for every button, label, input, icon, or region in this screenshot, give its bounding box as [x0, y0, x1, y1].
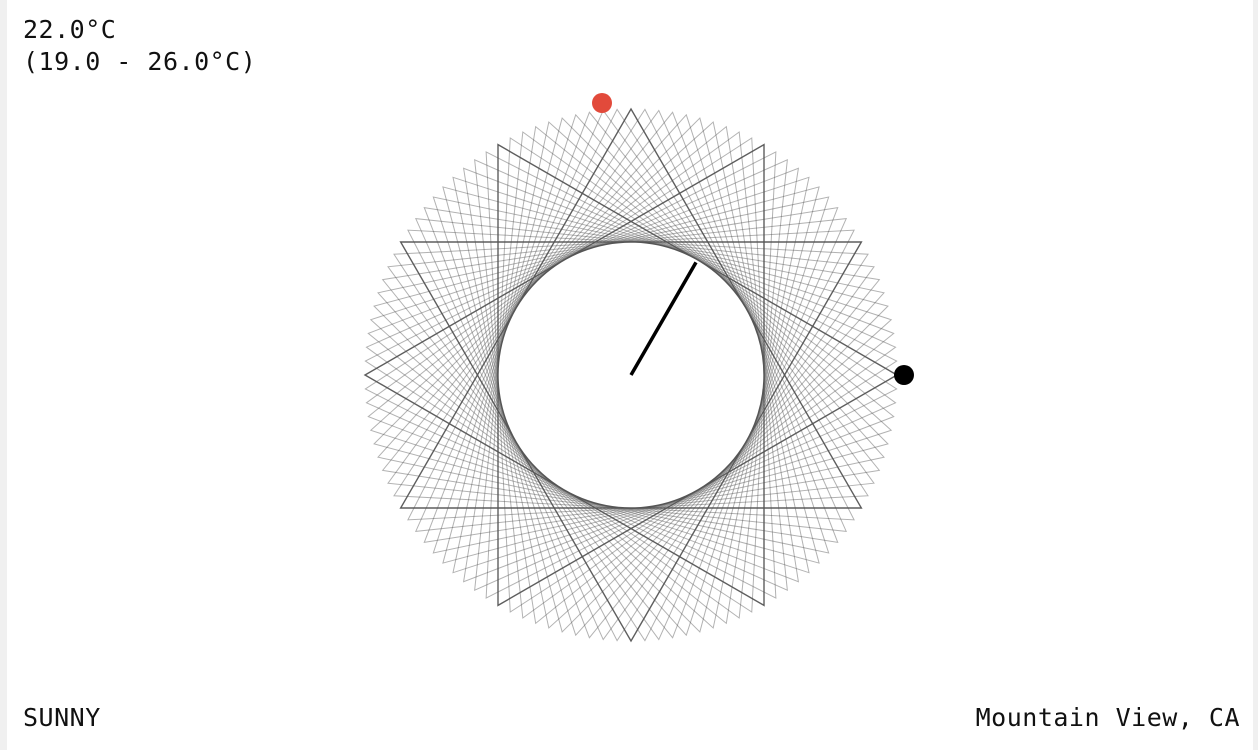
weather-condition: SUNNY — [23, 703, 101, 732]
location-label: Mountain View, CA — [975, 703, 1240, 732]
temperature-marker-red — [592, 93, 612, 113]
current-temperature: 22.0°C — [23, 15, 117, 44]
temperature-marker-black — [894, 365, 914, 385]
temperature-readout: 22.0°C (19.0 - 26.0°C) — [23, 14, 256, 78]
temperature-range: (19.0 - 26.0°C) — [23, 47, 257, 76]
dial-hand — [629, 261, 698, 376]
